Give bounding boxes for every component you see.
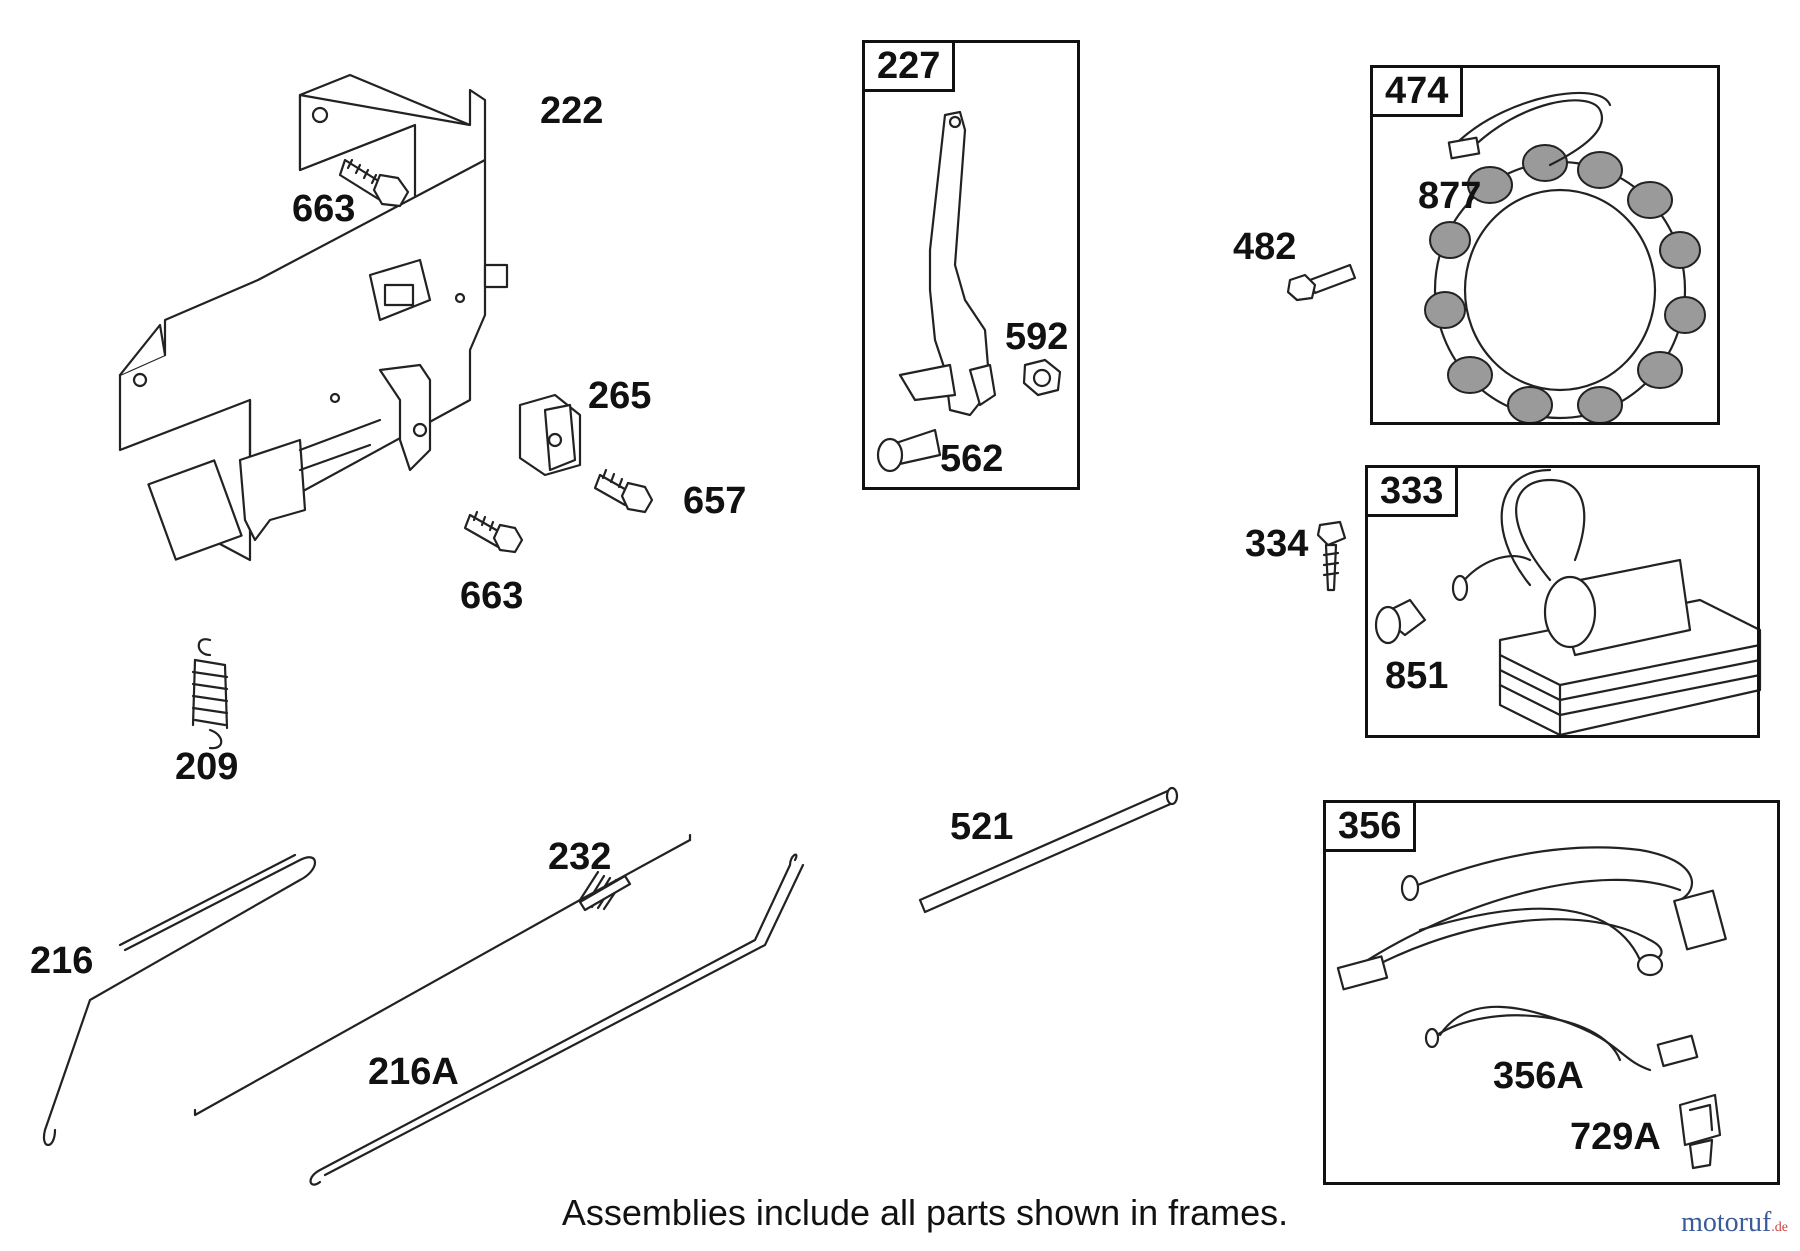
label-877: 877 — [1418, 175, 1482, 217]
label-663-upper: 663 — [292, 188, 356, 230]
harness-356 — [1336, 846, 1727, 1072]
label-232: 232 — [548, 836, 612, 878]
bolt-482 — [1286, 263, 1357, 302]
tube-521 — [918, 786, 1179, 914]
screw-663-lower — [463, 510, 524, 554]
armature-333 — [1374, 468, 1762, 737]
frame-474: 474 — [1370, 65, 1720, 425]
label-265: 265 — [588, 375, 652, 417]
frame-474-number: 474 — [1370, 65, 1464, 117]
footer-note: Assemblies include all parts shown in fr… — [561, 1192, 1289, 1233]
throttle-lever-part — [876, 110, 1062, 473]
label-729a: 729A — [1570, 1116, 1661, 1158]
clip-729a — [1678, 1093, 1722, 1170]
frame-227-number: 227 — [862, 40, 956, 92]
label-482: 482 — [1233, 226, 1297, 268]
label-334: 334 — [1245, 523, 1309, 565]
label-562: 562 — [940, 438, 1004, 480]
bracket-265 — [518, 393, 582, 477]
label-657: 657 — [683, 480, 747, 522]
rod-216 — [42, 853, 316, 1147]
screw-657 — [593, 468, 654, 514]
label-216a: 216A — [368, 1051, 459, 1093]
screw-334 — [1316, 520, 1347, 592]
control-bracket-part — [118, 73, 509, 562]
cable-232 — [193, 833, 692, 1117]
rod-216a — [309, 853, 805, 1186]
frame-227: 227 — [862, 40, 1080, 490]
label-222: 222 — [540, 90, 604, 132]
spring-209 — [191, 638, 229, 750]
label-592: 592 — [1005, 316, 1069, 358]
watermark-suffix: .de — [1771, 1220, 1788, 1235]
label-356a: 356A — [1493, 1055, 1584, 1097]
screw-663-upper — [338, 158, 410, 208]
frame-333: 333 — [1365, 465, 1760, 738]
label-216: 216 — [30, 940, 94, 982]
watermark-logo: motoruf.de — [1681, 1207, 1788, 1239]
frame-356: 356 — [1323, 800, 1780, 1185]
label-663-lower: 663 — [460, 575, 524, 617]
label-209: 209 — [175, 746, 239, 788]
label-521: 521 — [950, 806, 1014, 848]
label-851: 851 — [1385, 655, 1449, 697]
watermark-brand: motoruf — [1681, 1207, 1772, 1238]
frame-356-number: 356 — [1323, 800, 1417, 852]
alternator-474 — [1424, 91, 1706, 424]
frame-333-number: 333 — [1365, 465, 1459, 517]
